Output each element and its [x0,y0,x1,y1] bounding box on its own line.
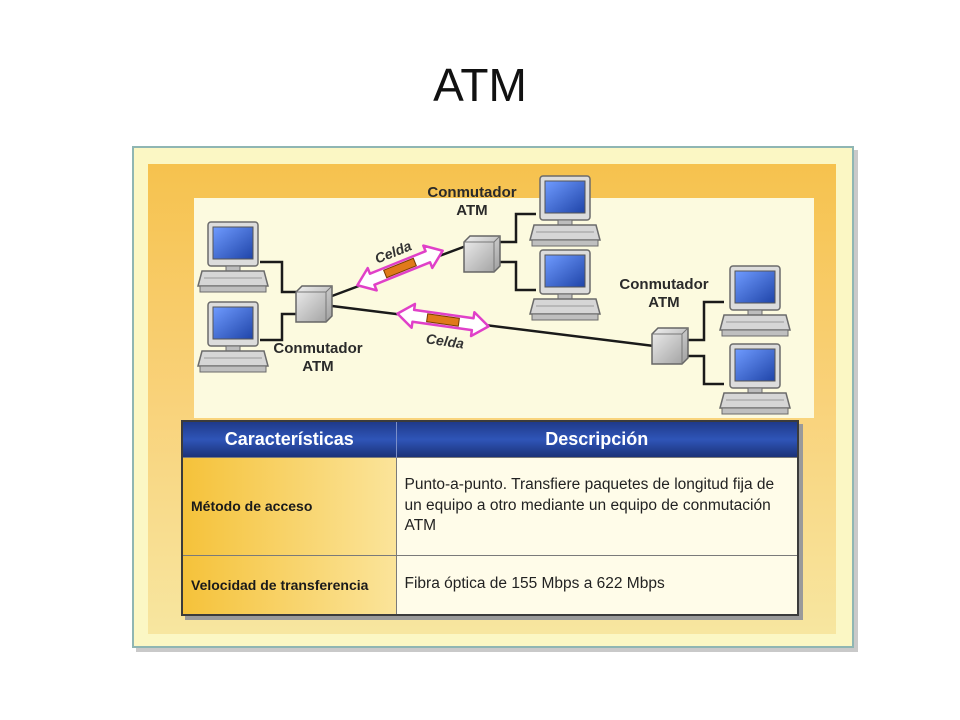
cell-packet-icon [383,257,417,279]
table-value-cell: Fibra óptica de 155 Mbps a 622 Mbps [396,554,798,615]
table-row: Método de acceso Punto-a-punto. Transfie… [182,456,798,555]
double-arrow-icon [396,302,490,338]
switch-label-line2: ATM [456,202,488,219]
computer-icon [719,343,791,415]
double-arrow-icon [356,244,444,292]
switch-label-line1: Conmutador [273,340,363,357]
link-pc1-switch1 [260,260,298,294]
table-value-cell: Punto-a-punto. Transfiere paquetes de lo… [396,456,798,555]
table-header-row: Características Descripción [182,421,799,457]
atm-switch-icon [463,235,501,273]
table-key-cell: Método de acceso [182,456,397,555]
characteristics-table: Características Descripción Método de ac… [181,420,799,616]
link-switch2-pc4 [500,260,536,292]
switch-label-line2: ATM [648,294,680,311]
atm-switch-icon [295,285,333,323]
link-pc2-switch1 [260,312,298,342]
table-row: Velocidad de transferencia Fibra óptica … [182,554,798,615]
table-key-cell: Velocidad de transferencia [182,554,397,615]
computer-icon [529,175,601,247]
computer-icon [197,221,269,293]
link-switch3-pc6 [688,354,724,386]
header-characteristics: Características [182,421,397,457]
header-description: Descripción [396,421,799,457]
computer-icon [197,301,269,373]
slide-title: ATM [433,59,527,111]
atm-switch-icon [651,327,689,365]
link-switch3-pc5 [688,300,724,342]
network-links [260,212,724,386]
switch-label: Conmutador ATM [262,340,374,376]
switch-label: Conmutador ATM [608,276,720,312]
switch-label-line1: Conmutador [619,276,709,293]
cell-packet-icon [426,313,460,327]
switch-label-line2: ATM [302,358,334,375]
switch-label-line1: Conmutador [427,184,517,201]
link-switch1-switch3 [331,304,655,348]
computer-icon [719,265,791,337]
computer-icon [529,249,601,321]
link-switch2-pc3 [500,212,536,244]
switch-label: Conmutador ATM [416,184,528,220]
